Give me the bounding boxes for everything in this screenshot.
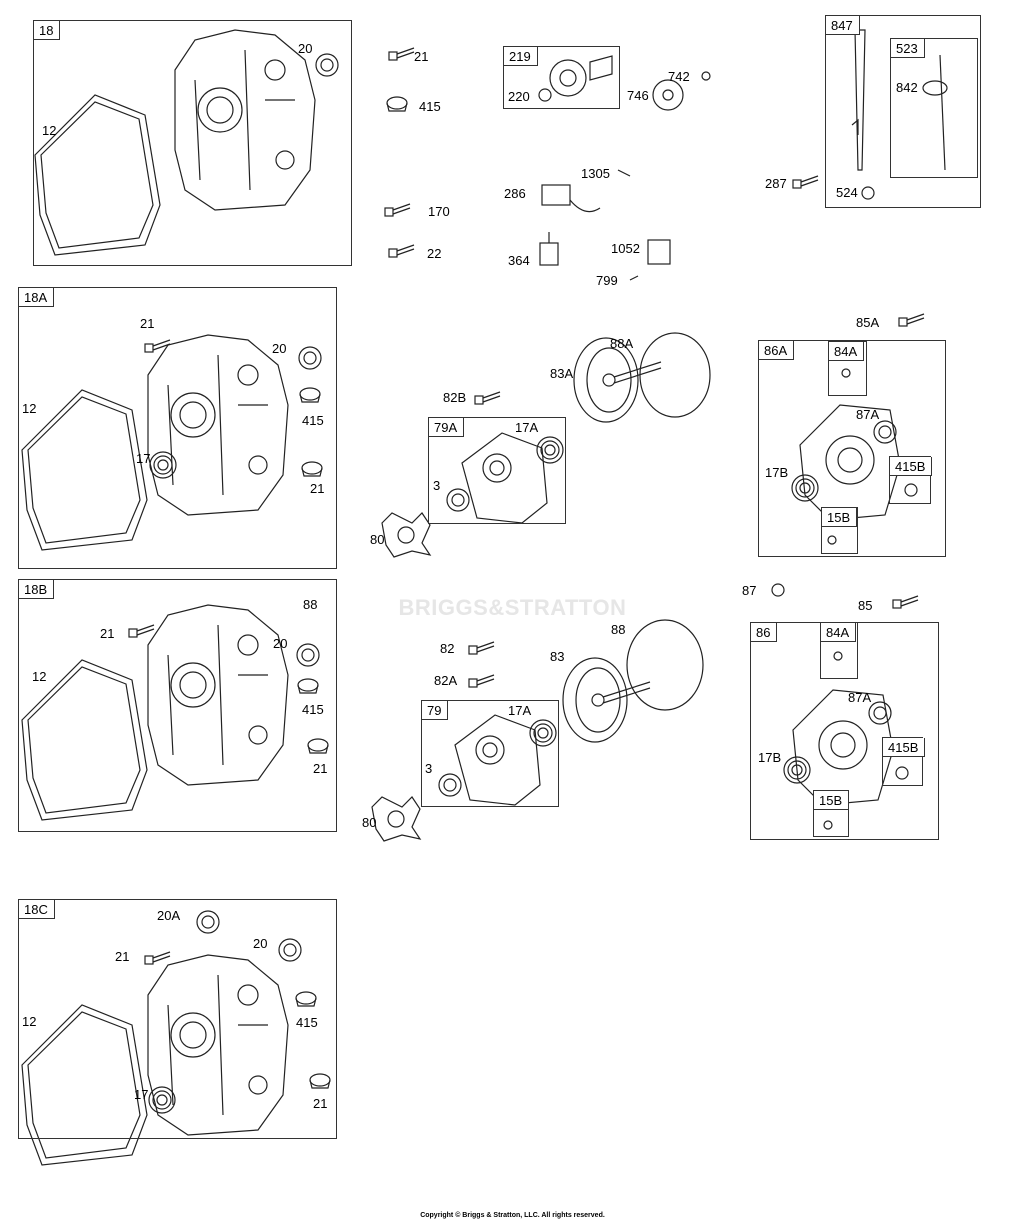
part-label: 88A	[610, 336, 634, 351]
part-label: 220	[508, 89, 530, 104]
part-label: 415	[419, 99, 441, 114]
box-415b-1: 415B	[889, 456, 933, 504]
box-tag: 523	[891, 39, 925, 58]
part-label: 82A	[434, 673, 458, 688]
part-label: 746	[627, 88, 649, 103]
part-label: 17A	[508, 703, 532, 718]
box-18b: 18B	[18, 579, 337, 832]
box-847: 847	[825, 15, 981, 208]
part-label: 88	[611, 622, 626, 637]
part-label: 87A	[856, 407, 880, 422]
watermark: BRIGGS&STRATTON	[398, 595, 627, 620]
part-label: 20	[253, 936, 268, 951]
part-label: 12	[42, 123, 57, 138]
part-label: 17	[136, 451, 151, 466]
part-label: 1052	[611, 241, 640, 256]
part-label: 842	[896, 80, 918, 95]
part-label: 12	[32, 669, 47, 684]
part-label: 80	[362, 815, 377, 830]
part-label: 17B	[758, 750, 782, 765]
part-label: 415	[302, 413, 324, 428]
box-tag: 84A	[829, 342, 865, 361]
part-label: 3	[425, 761, 433, 776]
box-84a-1: 84A	[828, 341, 867, 396]
box-tag: 15B	[822, 508, 858, 527]
box-tag: 15B	[814, 791, 850, 810]
copyright: Copyright © Briggs & Stratton, LLC. All …	[420, 1212, 605, 1219]
box-tag: 18B	[19, 580, 55, 599]
part-label: 83	[550, 649, 565, 664]
part-label: 21	[310, 481, 325, 496]
housing-86a	[791, 313, 925, 545]
box-tag: 18C	[19, 900, 55, 919]
box-tag: 415B	[890, 457, 933, 476]
part-label: 799	[596, 273, 618, 288]
part-label: 415	[302, 702, 324, 717]
box-tag: 415B	[883, 738, 926, 757]
part-label: 17	[134, 1087, 149, 1102]
top-small-parts	[384, 29, 948, 281]
part-label: 287	[765, 176, 787, 191]
part-label: 82	[440, 641, 455, 656]
part-label: 286	[504, 186, 526, 201]
part-label: 80	[370, 532, 385, 547]
part-label: 21	[414, 49, 429, 64]
part-label: 21	[140, 316, 155, 331]
part-label: 87	[742, 583, 757, 598]
part-label: 20	[272, 341, 287, 356]
box-tag: 847	[826, 16, 860, 35]
housing-86	[771, 583, 919, 830]
part-label: 17B	[765, 465, 789, 480]
box-219: 219	[503, 46, 620, 109]
box-18: 18	[33, 20, 352, 266]
part-label: 21	[115, 949, 130, 964]
part-label: 21	[313, 1096, 328, 1111]
box-tag: 79	[422, 701, 449, 720]
part-label: 1305	[581, 166, 610, 181]
part-label: 87A	[848, 690, 872, 705]
box-tag: 86A	[759, 341, 795, 360]
part-label: 12	[22, 1014, 37, 1029]
box-523: 523	[890, 38, 978, 178]
box-15b-2: 15B	[813, 790, 850, 837]
box-tag: 18	[34, 21, 61, 40]
part-label: 20	[273, 636, 288, 651]
box-tag: 86	[751, 623, 778, 642]
part-label: 82B	[443, 390, 467, 405]
part-label: 170	[428, 204, 450, 219]
box-tag: 18A	[19, 288, 55, 307]
part-label: 83A	[550, 366, 574, 381]
part-label: 3	[433, 478, 441, 493]
part-label: 88	[303, 597, 318, 612]
box-tag: 219	[504, 47, 538, 66]
part-label: 85A	[856, 315, 880, 330]
cover-assembly-79	[371, 619, 704, 842]
box-79a: 79A	[428, 417, 566, 524]
part-label: 20	[298, 41, 313, 56]
part-label: 85	[858, 598, 873, 613]
box-79: 79	[421, 700, 559, 807]
part-label: 742	[668, 69, 690, 84]
part-label: 415	[296, 1015, 318, 1030]
part-label: 21	[100, 626, 115, 641]
part-label: 22	[427, 246, 442, 261]
part-label: 12	[22, 401, 37, 416]
part-label: 524	[836, 185, 858, 200]
cover-assembly-79a	[381, 332, 711, 558]
part-label: 364	[508, 253, 530, 268]
box-tag: 79A	[429, 418, 465, 437]
box-18a: 18A	[18, 287, 337, 569]
part-label: 21	[313, 761, 328, 776]
box-tag: 84A	[821, 623, 857, 642]
part-label: 20A	[157, 908, 181, 923]
part-label: 17A	[515, 420, 539, 435]
box-86a: 86A	[758, 340, 946, 557]
box-415b-2: 415B	[882, 737, 926, 786]
box-18c: 18C	[18, 899, 337, 1139]
box-15b-1: 15B	[821, 507, 858, 554]
box-84a-2: 84A	[820, 622, 858, 679]
